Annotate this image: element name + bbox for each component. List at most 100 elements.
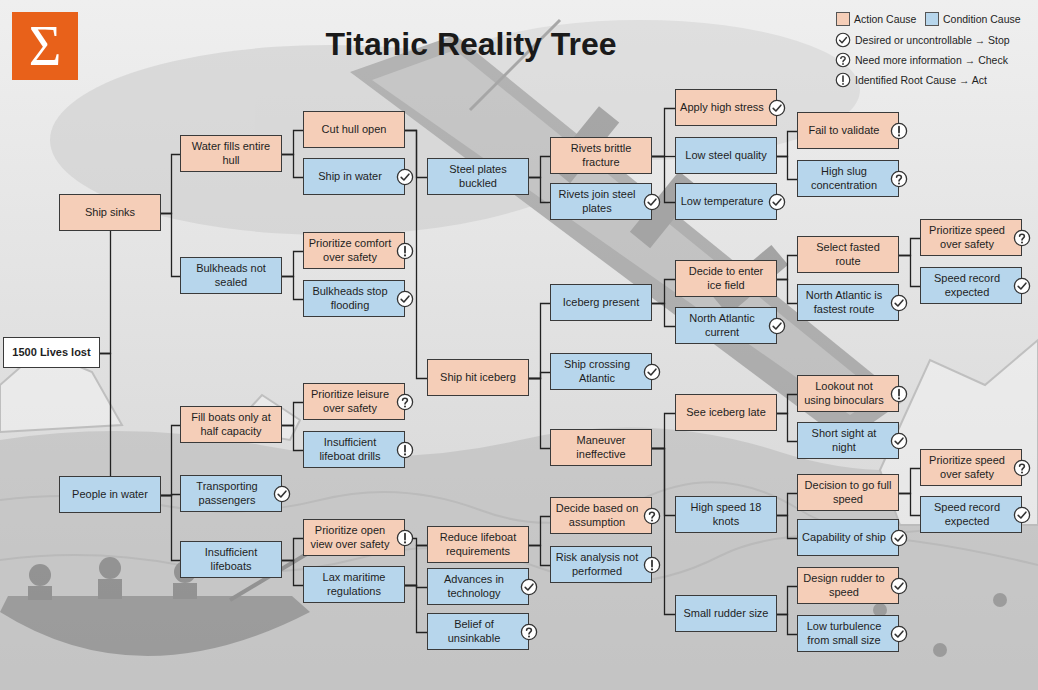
condition-cause-box: Ship crossing Atlantic (550, 353, 652, 390)
exclamation-dot (404, 254, 406, 256)
cause-connector (899, 469, 920, 494)
status-badge (835, 52, 851, 68)
node-text: People in water (72, 488, 148, 501)
cause-connector (282, 403, 303, 426)
question-dot (1021, 241, 1023, 243)
badge-circle (1014, 507, 1029, 522)
status-badge (520, 578, 538, 596)
badge-circle (521, 624, 536, 639)
action-cause-box: Water fills entire hull (180, 135, 282, 172)
question-dot (651, 519, 653, 521)
badge-circle (521, 579, 536, 594)
condition-cause-box: Bulkheads not sealed (180, 257, 282, 294)
node-text: Rivets brittle fracture (556, 142, 646, 168)
badge-circle (769, 194, 784, 209)
legend-text: Need more information → Check (855, 54, 1008, 66)
cause-connector (652, 109, 675, 157)
cause-connector (282, 561, 303, 586)
action-cause-box: Prioritize comfort over safety (303, 232, 405, 269)
condition-cause-box: Transporting passengers (180, 475, 282, 512)
condition-cause-box: Risk analysis not performed (550, 546, 652, 583)
cause-connector (529, 178, 550, 203)
exclamation-mark (404, 445, 406, 451)
cause-connector (899, 239, 920, 256)
node-text: See iceberg late (686, 406, 766, 419)
exclamation-mark (898, 389, 900, 395)
status-badge (396, 168, 414, 186)
exclamation-mark (898, 126, 900, 132)
cause-connector (777, 494, 797, 516)
cause-connector (161, 426, 180, 496)
check-mark (525, 584, 533, 590)
action-cause-box: Decision to go full speed (797, 474, 899, 511)
node-text: Transporting passengers (184, 480, 270, 506)
badge-circle (891, 171, 906, 186)
node-text: Short sight at night (801, 427, 887, 453)
badge-circle (644, 557, 659, 572)
action-cause-box: Apply high stress (675, 89, 777, 126)
node-text: Low temperature (681, 195, 764, 208)
action-cause-box: Fail to validate (797, 112, 899, 149)
question-dot (404, 405, 406, 407)
badge-circle (644, 194, 659, 209)
condition-cause-box: Speed record expected (920, 267, 1022, 304)
node-text: Fail to validate (809, 124, 880, 137)
exclamation-dot (404, 541, 406, 543)
node-text: Decision to go full speed (803, 479, 893, 505)
cause-connector (777, 395, 797, 414)
legend-entry: Identified Root Cause → Act (835, 72, 987, 88)
badge-circle (644, 508, 659, 523)
question-dot (898, 182, 900, 184)
check-mark (648, 369, 656, 375)
cause-connector (282, 277, 303, 300)
cause-connector (777, 132, 797, 157)
condition-cause-box: People in water (59, 476, 161, 513)
cause-connector (777, 615, 797, 635)
status-badge (890, 122, 908, 140)
node-text: Advances in technology (431, 573, 517, 599)
action-cause-box: Lookout not using binoculars (797, 375, 899, 412)
person (173, 583, 197, 599)
title-text: Titanic Reality Tree (325, 26, 616, 62)
cause-connector (529, 517, 550, 546)
node-text: Insufficient lifeboats (186, 546, 276, 572)
check-mark (773, 323, 781, 329)
condition-cause-box: Insufficient lifeboat drills (303, 431, 405, 468)
condition-cause-box: Lax maritime regulations (303, 566, 405, 603)
status-badge (890, 385, 908, 403)
check-mark (773, 199, 781, 205)
status-badge (890, 294, 908, 312)
node-text: Fill boats only at half capacity (186, 411, 276, 437)
check-mark (648, 199, 656, 205)
status-badge (768, 193, 786, 211)
check-mark (1018, 512, 1026, 518)
status-badge (890, 170, 908, 188)
node-text: Prioritize speed over safety (924, 224, 1010, 250)
question-mark (1020, 464, 1025, 470)
check-mark (278, 491, 286, 497)
status-badge (890, 529, 908, 547)
status-badge (396, 290, 414, 308)
action-cause-box: Reduce lifeboat requirements (427, 526, 529, 563)
status-badge (835, 32, 851, 48)
node-text: Risk analysis not performed (554, 551, 640, 577)
action-cause-box: Ship sinks (59, 194, 161, 231)
node-text: Insufficient lifeboat drills (307, 436, 393, 462)
status-badge (835, 72, 851, 88)
condition-cause-box: High speed 18 knots (675, 496, 777, 533)
status-badge (396, 529, 414, 547)
exclamation-dot (898, 397, 900, 399)
status-badge (643, 507, 661, 525)
node-text: Water fills entire hull (186, 140, 276, 166)
status-badge (396, 393, 414, 411)
legend-text: Identified Root Cause → Act (855, 74, 987, 86)
legend-entry: Desired or uncontrollable → Stop (835, 32, 1010, 48)
person-in-water (993, 593, 1007, 607)
node-text: Maneuver ineffective (556, 434, 646, 460)
cause-connector (100, 354, 111, 477)
action-cause-box: Maneuver ineffective (550, 429, 652, 466)
check-mark (895, 583, 903, 589)
status-badge (890, 625, 908, 643)
cause-connector (777, 280, 797, 304)
